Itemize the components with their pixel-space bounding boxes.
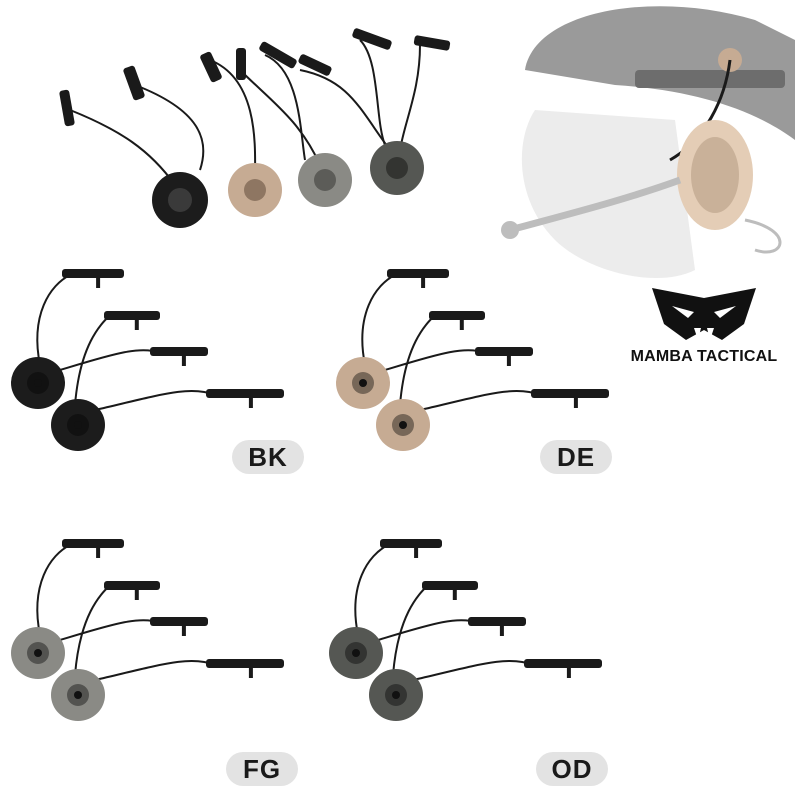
brand-name: MAMBA TACTICAL — [630, 348, 778, 365]
variant-badge-de: DE — [540, 440, 612, 474]
variant-badge-bk: BK — [232, 440, 304, 474]
hero-product-row — [59, 28, 451, 228]
variant-de-image — [336, 269, 609, 451]
variant-badge-fg: FG — [226, 752, 298, 786]
variant-od-image — [329, 539, 602, 721]
variant-fg-image — [11, 539, 284, 721]
mamba-snake-logo-icon — [652, 288, 756, 340]
helmet-model-photo — [501, 6, 795, 279]
variant-badge-od: OD — [536, 752, 608, 786]
variant-bk-image — [11, 269, 284, 451]
